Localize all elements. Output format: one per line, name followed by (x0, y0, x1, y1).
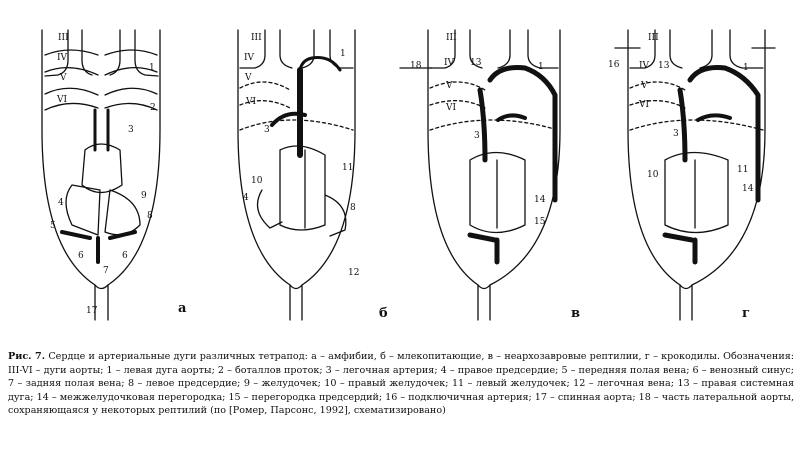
label-a-3: 3 (128, 125, 134, 135)
label-g-10: 10 (647, 170, 659, 180)
label-b-1: 1 (340, 49, 346, 59)
panel-g-drawing (614, 29, 776, 321)
label-b-III: III (251, 33, 262, 43)
panel-v-drawing (399, 29, 561, 321)
label-a-V: V (59, 73, 67, 83)
label-v-15: 15 (534, 217, 546, 227)
label-b-VI: VI (245, 97, 256, 107)
panel-letter-g: г (742, 306, 750, 321)
label-a-6b: 6 (122, 251, 128, 261)
panel-letter-v: в (571, 306, 581, 321)
caption-title: Рис. 7. (8, 351, 46, 362)
label-g-14: 14 (742, 184, 754, 194)
label-v-18: 18 (410, 61, 422, 71)
label-a-1: 1 (149, 63, 155, 73)
label-g-III: III (648, 33, 659, 43)
panel-a-drawing (41, 29, 161, 321)
label-g-16: 16 (608, 60, 620, 70)
panel-b-drawing (237, 29, 356, 321)
label-g-V: V (640, 81, 648, 91)
panel-letter-b: б (379, 306, 388, 321)
figure: III IV V VI 1 2 3 4 5 6 6 7 8 9 17 III I… (41, 29, 776, 321)
label-v-3: 3 (474, 131, 480, 141)
label-a-IV: IV (57, 53, 68, 63)
label-g-11: 11 (737, 165, 748, 175)
label-a-III: III (58, 33, 69, 43)
label-v-13: 13 (470, 58, 482, 68)
label-v-VI: VI (445, 103, 456, 113)
label-g-1: 1 (743, 63, 749, 73)
label-a-VI: VI (56, 95, 67, 105)
label-a-8: 8 (147, 211, 153, 221)
label-g-3: 3 (673, 129, 679, 139)
label-a-2: 2 (150, 103, 156, 113)
panel-letter-a: а (178, 301, 187, 316)
label-b-IV: IV (244, 53, 255, 63)
label-a-4: 4 (58, 198, 64, 208)
label-b-10: 10 (251, 176, 263, 186)
label-b-8: 8 (350, 203, 356, 213)
label-v-1: 1 (538, 62, 544, 72)
label-b-12: 12 (348, 268, 359, 278)
label-g-13: 13 (658, 61, 670, 71)
label-a-6a: 6 (78, 251, 84, 261)
label-a-7: 7 (103, 266, 109, 276)
label-b-V: V (244, 73, 252, 83)
label-v-14: 14 (534, 195, 546, 205)
label-b-3: 3 (264, 125, 270, 135)
label-b-11: 11 (342, 163, 353, 173)
diagram-drawing: III IV V VI 1 2 3 4 5 6 6 7 8 9 17 III I… (41, 29, 776, 321)
label-v-IV: IV (444, 58, 455, 68)
label-a-9: 9 (141, 191, 147, 201)
label-v-V: V (445, 81, 453, 91)
label-g-IV: IV (639, 61, 650, 71)
caption-text: Сердце и артериальные дуги различных тет… (8, 351, 794, 417)
label-v-III: III (446, 33, 457, 43)
label-b-4: 4 (243, 193, 249, 203)
label-a-17: 17 (86, 306, 98, 316)
figure-caption: Рис. 7. Сердце и артериальные дуги разли… (8, 350, 794, 418)
label-g-VI: VI (638, 100, 649, 110)
label-a-5: 5 (50, 221, 56, 231)
